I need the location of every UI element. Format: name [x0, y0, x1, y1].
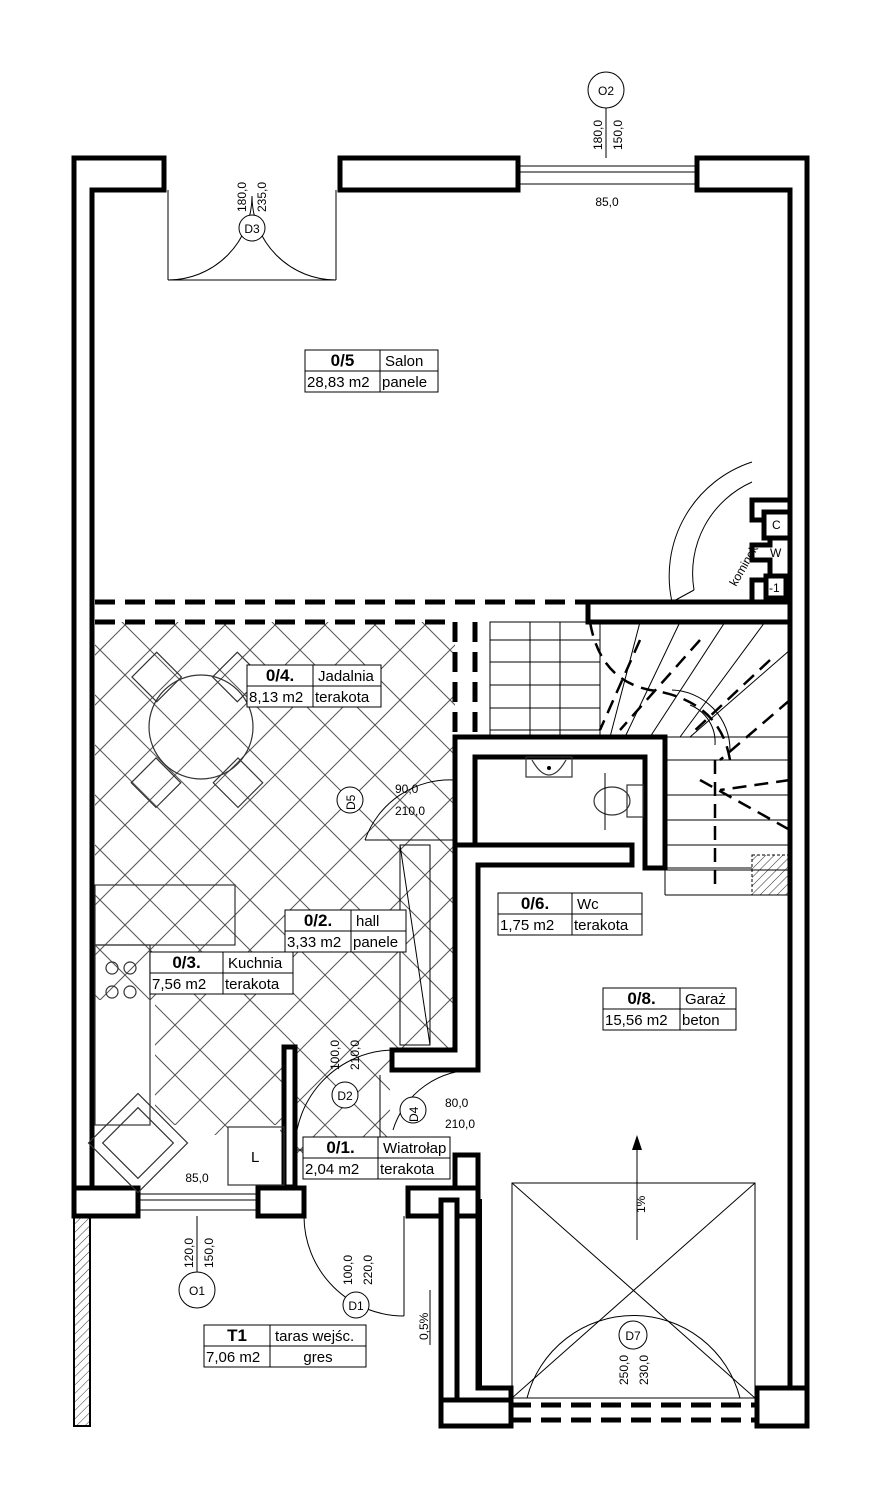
- svg-text:250,0: 250,0: [617, 1355, 631, 1385]
- room-number: 0/3.: [172, 953, 200, 972]
- wc-fixtures: [525, 756, 644, 830]
- svg-text:D1: D1: [348, 1299, 364, 1313]
- room-area: 1,75 m2: [500, 917, 554, 934]
- room-number: 0/8.: [627, 989, 655, 1008]
- room-label-wc: 0/6. Wc 1,75 m2 terakota: [497, 892, 643, 936]
- svg-text:235,0: 235,0: [255, 182, 269, 212]
- svg-text:D5: D5: [344, 794, 358, 810]
- svg-text:100,0: 100,0: [328, 1040, 342, 1070]
- room-area: 2,04 m2: [305, 1161, 359, 1178]
- room-floor: gres: [303, 1349, 332, 1366]
- svg-text:85,0: 85,0: [595, 195, 619, 209]
- svg-text:O2: O2: [598, 84, 614, 98]
- room-number: T1: [227, 1326, 247, 1345]
- room-name: Wiatrołap: [383, 1140, 446, 1157]
- tag-o1: O1: [178, 1216, 216, 1309]
- room-name: Wc: [577, 896, 599, 913]
- room-floor: beton: [682, 1012, 720, 1029]
- room-floor: terakota: [315, 689, 370, 706]
- room-area: 28,83 m2: [307, 374, 370, 391]
- room-area: 7,56 m2: [152, 976, 206, 993]
- tag-o2: O2: [587, 71, 625, 158]
- svg-text:210,0: 210,0: [445, 1117, 475, 1131]
- svg-text:90,0: 90,0: [395, 782, 419, 796]
- svg-text:D7: D7: [625, 1329, 641, 1343]
- room-floor: panele: [353, 934, 398, 951]
- room-label-kuchnia: 0/3. Kuchnia 7,56 m2 terakota: [149, 951, 294, 995]
- furniture: [87, 651, 285, 1194]
- room-label-wiatrolap: 0/1. Wiatrołap 2,04 m2 terakota: [302, 1136, 451, 1180]
- svg-text:230,0: 230,0: [637, 1355, 651, 1385]
- svg-text:180,0: 180,0: [235, 182, 249, 212]
- svg-text:150,0: 150,0: [611, 120, 625, 150]
- tag-d4: D4: [399, 1096, 427, 1124]
- dimensions: O2 180,0 150,0 85,0 D3 180,0 235,0 D5 90…: [178, 71, 782, 1385]
- svg-text:100,0: 100,0: [341, 1255, 355, 1285]
- tag-d5: D5: [336, 786, 364, 814]
- svg-text:220,0: 220,0: [361, 1255, 375, 1285]
- staircase: [489, 621, 791, 896]
- room-floor: terakota: [225, 976, 280, 993]
- room-area: 7,06 m2: [206, 1349, 260, 1366]
- l-mark: L: [251, 1149, 259, 1166]
- svg-text:210,0: 210,0: [395, 804, 425, 818]
- svg-text:D3: D3: [244, 222, 260, 236]
- doors: [167, 190, 756, 1399]
- terrace-slope: 0,5%: [417, 1312, 431, 1340]
- room-label-jadalnia: 0/4. Jadalnia 8,13 m2 terakota: [246, 664, 382, 708]
- svg-text:O1: O1: [189, 1284, 205, 1298]
- room-label-garaz: 0/8. Garaż 15,56 m2 beton: [602, 987, 737, 1031]
- svg-text:D4: D4: [407, 1106, 421, 1122]
- chimney-c: C: [772, 518, 781, 532]
- room-floor: panele: [382, 374, 427, 391]
- room-number: 0/4.: [266, 666, 294, 685]
- room-labels: 0/5 Salon 28,83 m2 panele 0/4. Jadalnia 8,13 m…: [149, 349, 737, 1368]
- room-area: 15,56 m2: [605, 1012, 668, 1029]
- tag-d1: D1: [342, 1291, 370, 1319]
- room-number: 0/6.: [521, 894, 549, 913]
- chimney-w: W: [770, 546, 782, 560]
- walls: [71, 155, 810, 1429]
- room-name: Kuchnia: [228, 955, 283, 972]
- svg-text:D2: D2: [337, 1089, 353, 1103]
- room-floor: terakota: [380, 1161, 435, 1178]
- svg-text:80,0: 80,0: [445, 1096, 469, 1110]
- window-o1: [138, 1193, 258, 1211]
- svg-text:150,0: 150,0: [202, 1238, 216, 1268]
- room-name: taras wejśc.: [275, 1328, 354, 1345]
- tag-d2: D2: [331, 1081, 359, 1109]
- room-number: 0/1.: [326, 1138, 354, 1157]
- tag-d7: D7: [618, 1320, 648, 1350]
- svg-text:85,0: 85,0: [185, 1171, 209, 1185]
- room-area: 3,33 m2: [287, 934, 341, 951]
- svg-text:180,0: 180,0: [591, 120, 605, 150]
- room-area: 8,13 m2: [249, 689, 303, 706]
- room-label-hall: 0/2. hall 3,33 m2 panele: [284, 909, 407, 953]
- room-floor: terakota: [574, 917, 629, 934]
- window-o2: [518, 165, 697, 185]
- room-number: 0/5: [331, 351, 355, 370]
- chimney-minus1: -1: [769, 581, 780, 595]
- svg-text:210,0: 210,0: [348, 1040, 362, 1070]
- room-number: 0/2.: [304, 911, 332, 930]
- dashed-lines: [95, 599, 757, 1423]
- room-label-salon: 0/5 Salon 28,83 m2 panele: [304, 349, 439, 393]
- room-name: Salon: [385, 353, 423, 370]
- garage-slope: 1%: [634, 1195, 648, 1213]
- room-label-taras: T1 taras wejśc. 7,06 m2 gres: [203, 1324, 367, 1368]
- svg-text:120,0: 120,0: [182, 1238, 196, 1268]
- tag-d3: D3: [238, 214, 266, 242]
- room-name: Garaż: [685, 991, 726, 1008]
- room-name: Jadalnia: [318, 668, 375, 685]
- room-name: hall: [356, 913, 379, 930]
